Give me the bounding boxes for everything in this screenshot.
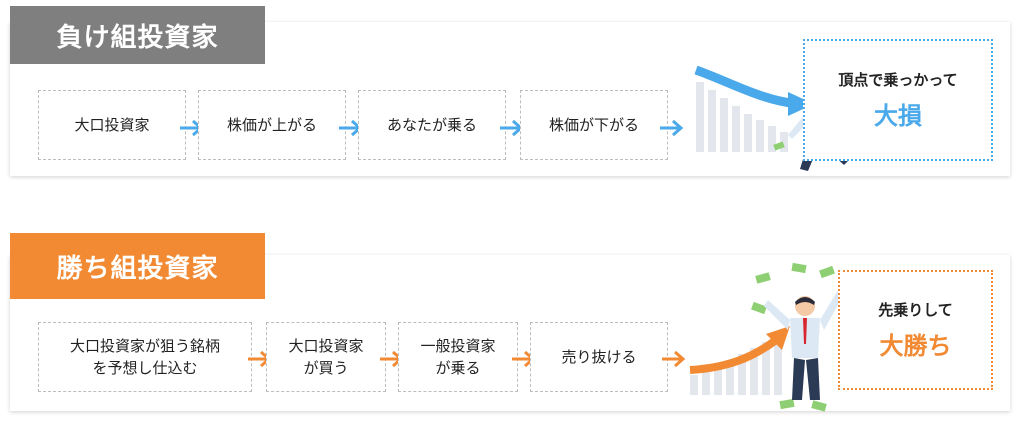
loser-result-subtitle: 頂点で乗っかって — [838, 71, 958, 89]
loser-step-3: あなたが乗る — [358, 90, 506, 160]
loser-result-box: 頂点で乗っかって 大損 — [803, 39, 993, 161]
winner-step-2: 大口投資家 が買う — [266, 322, 386, 392]
winner-step-1: 大口投資家が狙う銘柄 を予想し仕込む — [38, 322, 252, 392]
rising-chart-icon — [689, 326, 790, 395]
falling-chart-icon — [694, 65, 814, 152]
loser-result-title: 大損 — [874, 102, 922, 130]
loser-step-1: 大口投資家 — [38, 90, 186, 160]
winner-result-title: 大勝ち — [879, 332, 952, 360]
loser-step-4: 株価が下がる — [520, 90, 668, 160]
loser-step-2: 株価が上がる — [198, 90, 346, 160]
loser-arrow-4 — [660, 119, 684, 137]
winner-result-box: 先乗りして 大勝ち — [838, 270, 993, 390]
winner-arrow-4 — [662, 350, 686, 368]
loser-title-tag: 負け組投資家 — [10, 6, 265, 64]
winner-step-3: 一般投資家 が乗る — [398, 322, 518, 392]
winner-title-tag: 勝ち組投資家 — [10, 233, 265, 299]
winner-result-subtitle: 先乗りして — [878, 301, 953, 319]
winner-step-4: 売り抜ける — [530, 322, 668, 392]
